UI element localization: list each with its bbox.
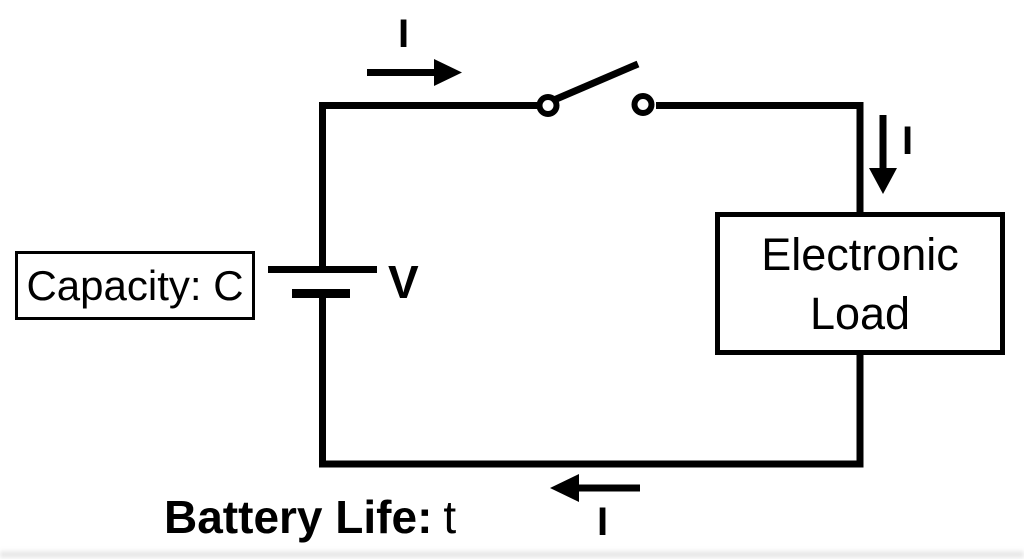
current-arrow-right-head-icon	[869, 168, 897, 194]
capacity-label-box: Capacity: C	[15, 251, 255, 320]
current-arrow-bottom-head-icon	[550, 474, 579, 502]
current-label-bottom: I	[597, 500, 609, 544]
wire-bottom	[319, 295, 864, 468]
electronic-load-box: Electronic Load	[715, 212, 1005, 355]
electronic-load-line1: Electronic	[761, 228, 959, 280]
voltage-label: V	[388, 256, 419, 308]
capacity-label: Capacity: C	[26, 261, 244, 309]
current-label-top: I	[398, 12, 410, 56]
switch-blade-icon	[552, 60, 640, 104]
battery-life-caption: Battery Life:t	[164, 492, 456, 543]
wire-top-right	[656, 102, 864, 214]
scan-artifact-strip	[0, 551, 1024, 558]
battery-life-label: Battery Life:	[164, 491, 433, 543]
current-arrow-top-head-icon	[434, 59, 462, 86]
current-label-right: I	[902, 119, 914, 163]
battery-life-value: t	[443, 491, 457, 543]
switch-contact-right-icon	[631, 93, 655, 116]
switch-contact-left-icon	[536, 94, 560, 117]
electronic-load-line2: Load	[809, 287, 911, 339]
wire-top-left	[319, 102, 537, 266]
